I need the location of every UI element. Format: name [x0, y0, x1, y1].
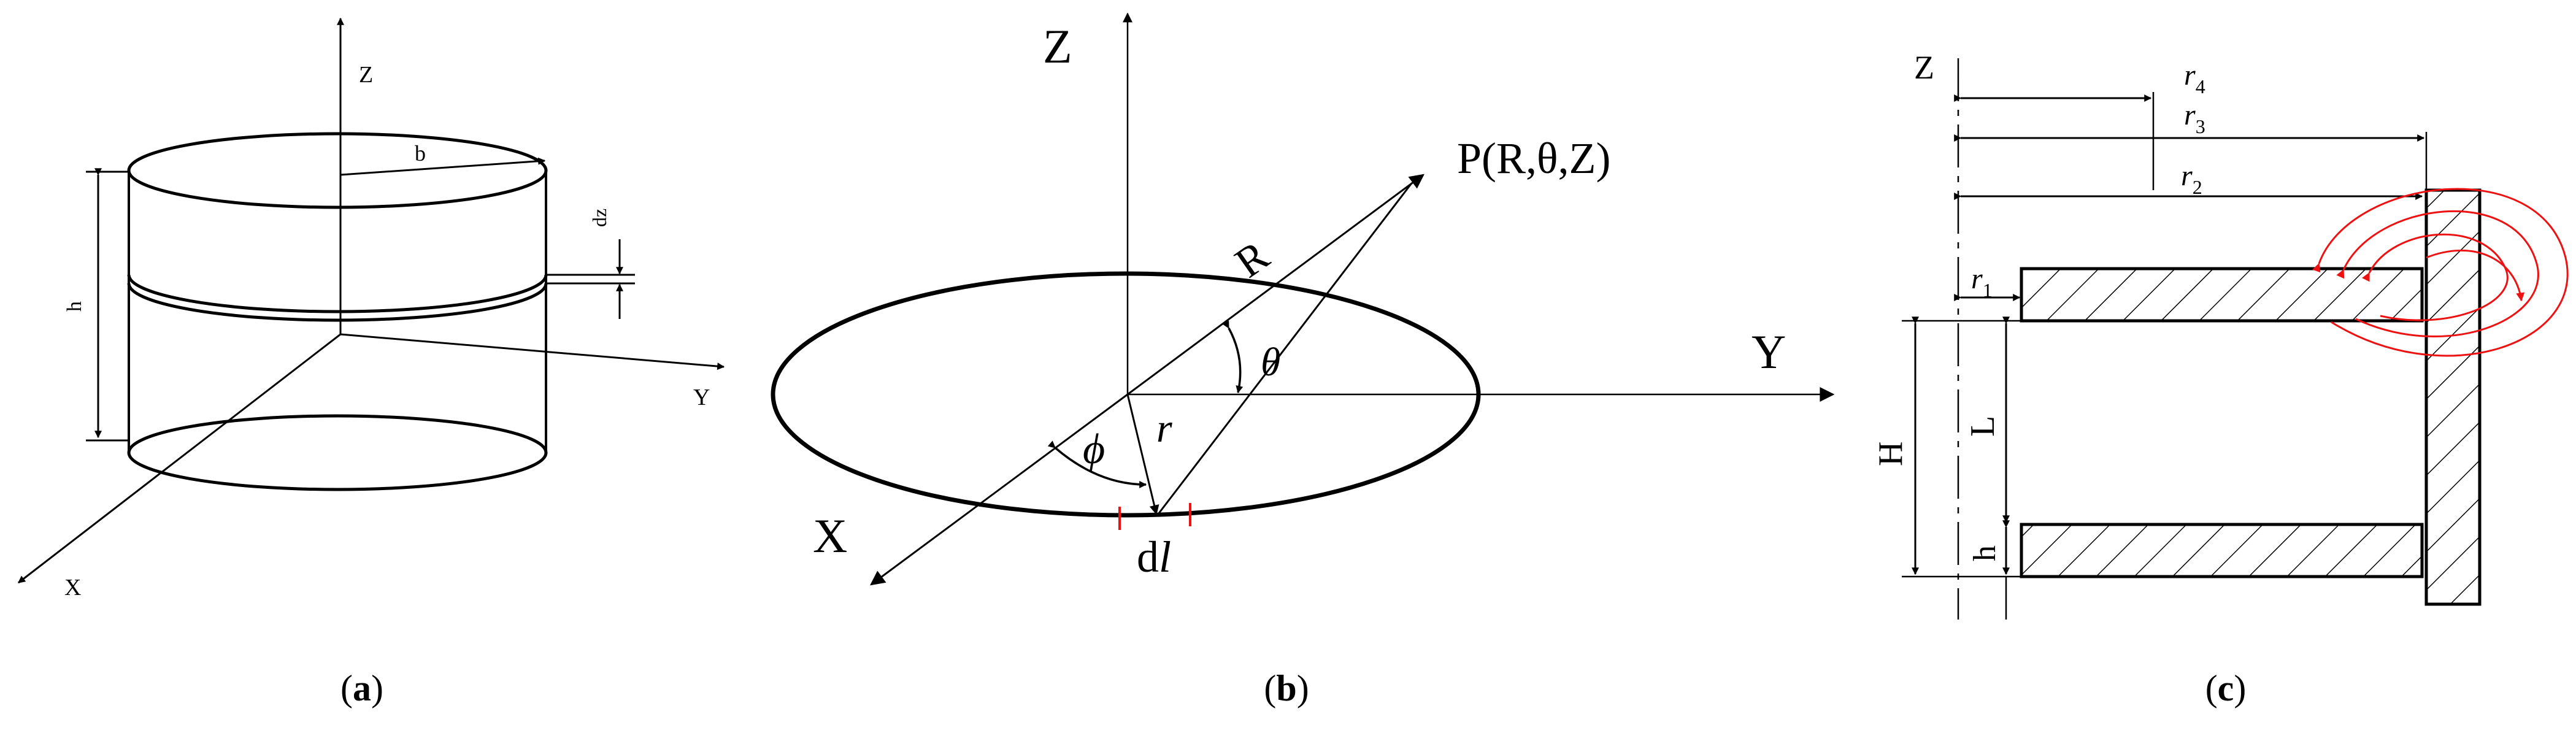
a-x-label: X	[64, 575, 81, 601]
c-caption: (c)	[2205, 668, 2247, 708]
a-y-label: Y	[693, 385, 710, 410]
panel-b: Z Y X P(R,θ,Z) R θ ϕ r dl (b)	[771, 12, 1835, 708]
b-theta-label: θ	[1261, 340, 1280, 385]
b-caption: (b)	[1264, 668, 1309, 708]
b-radius-line	[1126, 394, 1159, 515]
c-L-label: L	[1964, 416, 2002, 437]
b-distance-line	[1127, 174, 1424, 396]
b-x-label: X	[813, 509, 847, 562]
a-top-ellipse	[127, 132, 548, 209]
c-field-lines	[2312, 188, 2569, 357]
a-radius-label: b	[415, 141, 426, 166]
c-field-loop-middle	[2336, 210, 2539, 337]
a-caption: (a)	[340, 668, 383, 708]
c-field-loop-right	[2426, 249, 2525, 302]
c-vertical-plate	[2424, 188, 2482, 606]
a-x-axis	[18, 333, 341, 584]
c-field-loop-outer	[2312, 188, 2569, 357]
panel-a: b h dz Z Y X (a)	[18, 17, 725, 708]
c-r1-label: r1	[1971, 263, 1993, 301]
c-r4-label: r4	[2184, 59, 2205, 98]
a-bottom-ellipse	[127, 414, 548, 491]
c-upper-plate	[2020, 267, 2424, 323]
b-z-label: Z	[1043, 20, 1072, 73]
a-z-label: Z	[359, 62, 373, 88]
a-radius-line	[340, 157, 546, 176]
panel-c: Z r4 r3 r2 r1 H L h	[1872, 49, 2569, 708]
b-y-label: Y	[1751, 325, 1786, 378]
a-height-label: h	[63, 301, 86, 312]
b-phi-label: ϕ	[1083, 426, 1105, 473]
b-dl-label: dl	[1137, 532, 1171, 581]
b-x-axis	[870, 393, 1128, 586]
b-point-label: P(R,θ,Z)	[1457, 134, 1611, 183]
c-r2-label: r2	[2181, 159, 2202, 198]
c-lower-plate	[2020, 523, 2424, 578]
a-y-axis	[340, 333, 725, 370]
c-H-label: H	[1872, 442, 1910, 466]
a-slice-upper	[127, 274, 548, 313]
b-dl-to-p-line	[1157, 183, 1412, 515]
a-dz-label: dz	[588, 209, 610, 227]
c-r3-label: r3	[2184, 99, 2205, 137]
b-phi-arc	[1047, 440, 1147, 488]
c-field-loop-inner	[2362, 233, 2509, 321]
b-theta-arc	[1222, 320, 1244, 394]
b-radius-label: r	[1156, 406, 1172, 451]
c-z-label: Z	[1914, 49, 1934, 86]
c-h-label: h	[1967, 545, 2002, 561]
a-slice-lower	[127, 283, 548, 322]
